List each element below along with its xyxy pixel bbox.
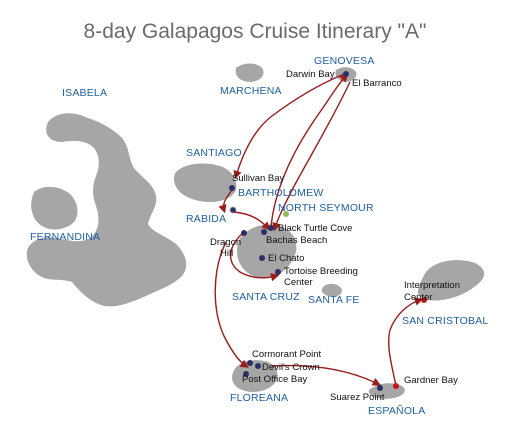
label-post-office-bay: Post Office Bay bbox=[242, 374, 308, 385]
label-isabela: ISABELA bbox=[62, 87, 107, 99]
label-fernandina: FERNANDINA bbox=[30, 231, 100, 243]
route-elbarranco-to-bachas bbox=[272, 81, 351, 232]
santa-fe-island bbox=[321, 283, 342, 297]
label-espanola: ESPAÑOLA bbox=[368, 404, 425, 417]
label-interpretation-center-line1: Interpretation bbox=[404, 280, 460, 291]
cruise-route bbox=[214, 73, 424, 387]
label-dragon-hill-line1: Dragon bbox=[210, 237, 241, 248]
marchena-island bbox=[235, 63, 264, 82]
label-dragon-hill-line2: Hill bbox=[220, 248, 233, 259]
route-genovesa-to-sullivan bbox=[233, 73, 345, 180]
label-floreana: FLOREANA bbox=[230, 392, 288, 404]
stop-black-turtle-cove bbox=[268, 225, 274, 231]
stop-darwin-bay bbox=[343, 71, 349, 77]
label-marchena: MARCHENA bbox=[220, 85, 282, 97]
route-santacruz-to-genovesa bbox=[270, 73, 349, 227]
label-santa-cruz: SANTA CRUZ bbox=[232, 291, 300, 303]
stop-devils-crown bbox=[255, 363, 261, 369]
san-cristobal-island bbox=[417, 260, 485, 301]
stop-north-seymour bbox=[283, 211, 289, 217]
route-sullivan-to-rabida bbox=[218, 189, 233, 214]
route-rabida-to-dragonhill bbox=[233, 211, 271, 231]
label-black-turtle-cove: Black Turtle Cove bbox=[278, 223, 352, 234]
island-labels: ISABELA FERNANDINA SANTIAGO BARTHOLOMEW … bbox=[30, 55, 488, 417]
label-bachas-beach: Bachas Beach bbox=[266, 235, 327, 246]
label-north-seymour: NORTH SEYMOUR bbox=[278, 202, 374, 214]
santiago-island bbox=[173, 163, 237, 202]
label-sullivan-bay: Sullivan Bay bbox=[232, 173, 285, 184]
label-el-barranco: El Barranco bbox=[352, 78, 402, 89]
route-dragonhill-loop bbox=[230, 231, 280, 282]
label-tortoise-breeding-line2: Center bbox=[284, 277, 313, 288]
santa-cruz-island bbox=[237, 224, 297, 279]
label-suarez-point: Suarez Point bbox=[330, 392, 385, 403]
label-el-chato: El Chato bbox=[268, 253, 304, 264]
label-cormorant-point: Cormorant Point bbox=[252, 349, 322, 360]
route-floreana-to-espanola bbox=[271, 364, 382, 386]
floreana-island bbox=[232, 360, 278, 392]
label-santiago: SANTIAGO bbox=[186, 147, 242, 159]
label-darwin-bay: Darwin Bay bbox=[286, 69, 335, 80]
label-genovesa: GENOVESA bbox=[314, 55, 375, 67]
label-tortoise-breeding-line1: Tortoise Breeding bbox=[284, 266, 358, 277]
stop-bachas-beach bbox=[261, 229, 267, 235]
label-gardner-bay: Gardner Bay bbox=[404, 375, 458, 386]
label-devils-crown: Devil's Crown bbox=[262, 362, 320, 373]
label-interpretation-center-line2: Center bbox=[404, 292, 433, 303]
stop-post-office-bay bbox=[243, 371, 249, 377]
route-espanola-to-sancristobal bbox=[387, 297, 424, 387]
label-santa-fe: SANTA FE bbox=[308, 294, 360, 306]
stop-el-chato bbox=[259, 255, 265, 261]
stop-sullivan-bay bbox=[229, 185, 235, 191]
isabela-island bbox=[26, 113, 187, 307]
site-labels: Darwin Bay El Barranco Sullivan Bay Blac… bbox=[210, 69, 460, 403]
stop-rabida bbox=[230, 207, 236, 213]
fernandina-island bbox=[31, 186, 78, 230]
stop-interpretation-center bbox=[421, 297, 427, 303]
islands-layer bbox=[26, 63, 485, 399]
stops-layer bbox=[229, 71, 427, 391]
label-san-cristobal: SAN CRISTOBAL bbox=[402, 315, 488, 327]
label-bartholomew: BARTHOLOMEW bbox=[238, 187, 323, 199]
stop-gardner-bay bbox=[393, 383, 399, 389]
label-rabida: RABIDA bbox=[186, 213, 226, 225]
stop-suarez-point bbox=[377, 385, 383, 391]
map-title: 8-day Galapagos Cruise Itinerary "A" bbox=[84, 20, 427, 43]
stop-tortoise-breeding bbox=[275, 269, 281, 275]
route-santacruz-to-floreana bbox=[214, 241, 249, 368]
stop-dragon-hill bbox=[241, 230, 247, 236]
stop-cormorant-point bbox=[247, 360, 253, 366]
